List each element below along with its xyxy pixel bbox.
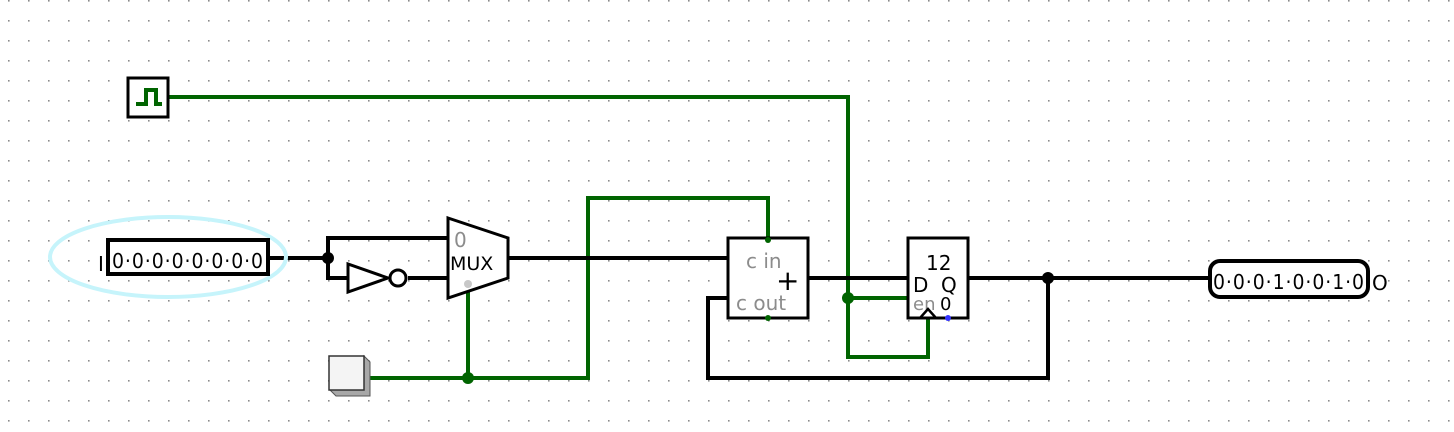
selection-highlight <box>48 215 288 299</box>
register-q-label: Q <box>941 273 957 297</box>
not-gate-icon[interactable] <box>346 261 408 295</box>
adder-cin-label: c in <box>746 249 782 273</box>
clock-wire <box>168 95 930 359</box>
adder[interactable]: c in c out + <box>726 236 810 321</box>
clock-square-wave-icon <box>136 88 162 106</box>
input-pin-value: 0·0·0·0·0·0·0·0 <box>112 249 264 273</box>
adder-cout-port <box>765 315 771 321</box>
adder-body <box>726 236 810 320</box>
multiplexer[interactable]: 0 MUX <box>446 215 510 301</box>
register-body <box>906 236 970 320</box>
button-wire <box>368 196 770 380</box>
feedback-wire <box>706 278 1050 380</box>
output-pin-label: O <box>1372 271 1388 295</box>
input-pin-label: I <box>98 252 104 276</box>
green-wires <box>168 95 930 380</box>
output-pin[interactable]: 0·0·0·1·0·0·1·0 O <box>1208 259 1388 299</box>
register-clock-port <box>945 315 951 321</box>
output-pin-box <box>1208 259 1370 299</box>
mux-body <box>446 215 510 301</box>
inverter-in-wire <box>326 258 348 280</box>
clock[interactable] <box>126 76 170 119</box>
black-wires <box>268 236 1210 380</box>
junction-button <box>462 372 474 384</box>
clock-box <box>126 76 170 119</box>
adder-cin-port <box>765 237 771 243</box>
register-width-label: 12 <box>926 251 951 275</box>
mux-select-port <box>464 280 472 288</box>
adder-cout-label: c out <box>736 291 786 315</box>
register[interactable]: 12 D Q en 0 <box>906 236 970 321</box>
mux-select-label: 0 <box>454 228 467 252</box>
junction-clock <box>842 292 854 304</box>
register-d-label: D <box>913 273 928 297</box>
not-gate-body <box>346 261 393 295</box>
junction-input <box>322 252 334 264</box>
push-button-icon <box>328 355 365 391</box>
push-button[interactable] <box>328 354 371 397</box>
register-en-value: 0 <box>940 294 951 315</box>
mux-in0-wire <box>326 236 448 258</box>
output-pin-value: 0·0·0·1·0·0·1·0 <box>1213 270 1365 294</box>
junction-output <box>1042 272 1054 284</box>
not-gate-bubble <box>388 268 408 288</box>
adder-plus-icon: + <box>776 264 799 297</box>
input-pin[interactable]: I 0·0·0·0·0·0·0·0 <box>98 238 270 276</box>
mux-label: MUX <box>450 253 493 275</box>
input-pin-box <box>106 238 270 276</box>
register-clock-triangle-icon <box>919 307 937 319</box>
